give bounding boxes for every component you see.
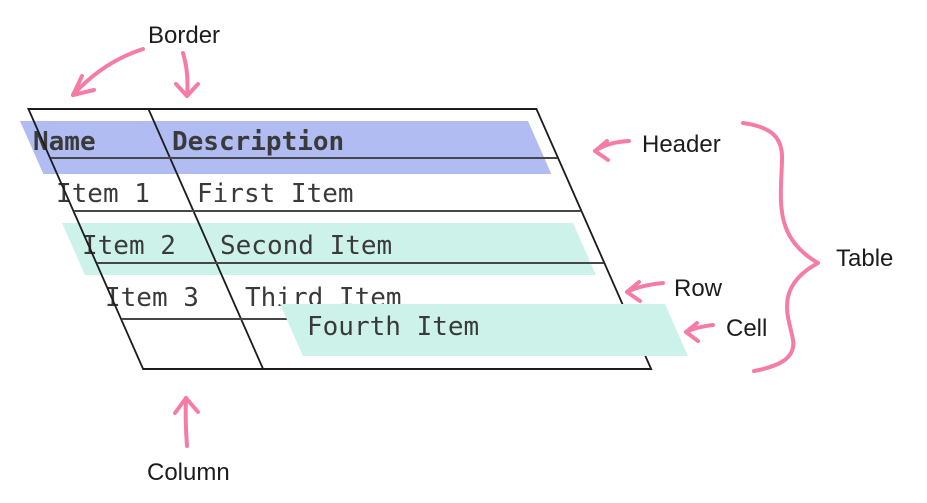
row1-line [73,210,581,212]
border-arrow-down-icon [174,51,200,98]
border-arrow-left-icon [71,47,145,97]
row-label: Row [674,275,723,302]
header-underline [50,157,558,159]
cell-row3-name: Item 3 [105,283,199,313]
cell-label: Cell [726,315,768,342]
cell-row1-name: Item 1 [56,179,150,209]
cell-row4-desc: Fourth Item [307,312,480,342]
column-arrow-icon [173,396,200,448]
table-label: Table [836,245,894,272]
column-divider [147,110,264,368]
header-arrow-icon [593,139,631,162]
cell-arrow-icon [684,321,715,343]
cell-row2-name: Item 2 [82,231,176,261]
header-cell-name: Name [33,127,96,157]
cell-row1-desc: First Item [197,179,354,209]
row-arrow-icon [625,280,665,303]
border-label: Border [148,22,221,49]
row2-line [96,262,604,264]
header-cell-description: Description [172,127,345,157]
column-label: Column [147,459,230,486]
cell-row2-desc: Second Item [220,231,393,261]
header-label: Header [642,131,721,158]
